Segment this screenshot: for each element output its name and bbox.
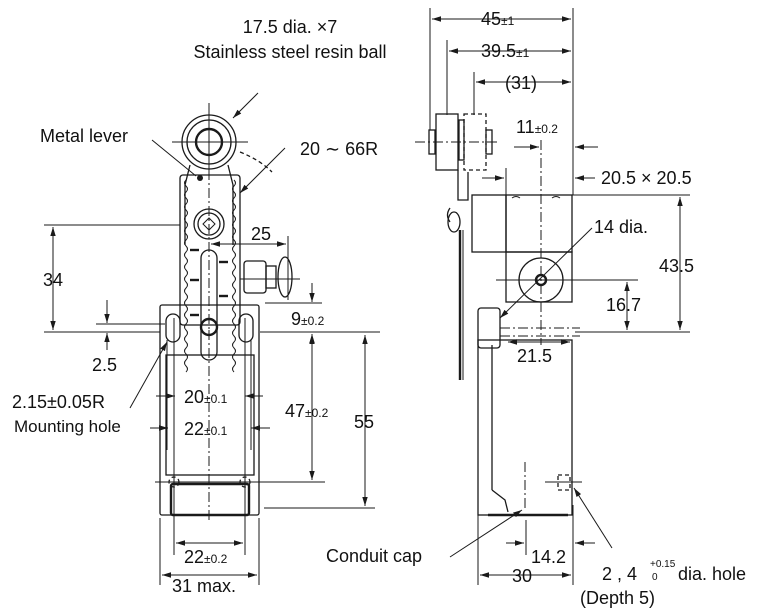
hole-spec-suffix: dia. hole xyxy=(678,564,746,584)
dim-2-5: 2.5 xyxy=(92,355,117,375)
metal-lever-label: Metal lever xyxy=(40,126,128,146)
dim-16-7: 16.7 xyxy=(606,295,641,315)
hole-tol-upper: +0.15 xyxy=(650,559,676,570)
mounting-hole-left xyxy=(165,313,181,343)
lever-side xyxy=(446,170,469,380)
dim-22-top: 22±0.1 xyxy=(184,419,228,439)
roller-ball xyxy=(172,103,248,178)
side-view: 45±1 39.5±1 (31) 11±0.2 20.5 × 20.5 14 d… xyxy=(326,8,746,608)
head-block xyxy=(471,140,638,345)
conduit-cap-label: Conduit cap xyxy=(326,546,422,566)
roller-side xyxy=(415,113,498,171)
mounting-hole-label: Mounting hole xyxy=(14,417,121,436)
dim-11: 11±0.2 xyxy=(516,117,558,137)
dim-14-2: 14.2 xyxy=(531,547,566,567)
dim-34: 34 xyxy=(43,270,63,290)
dim-31: (31) xyxy=(505,73,537,93)
switch-body xyxy=(155,304,325,555)
dim-25: 25 xyxy=(251,224,271,244)
side-dimensions xyxy=(429,8,690,585)
front-view: 17.5 dia. ×7 Stainless steel resin ball … xyxy=(12,17,387,596)
front-dimensions xyxy=(44,92,380,585)
dim-21-5: 21.5 xyxy=(517,346,552,366)
radius-label: 20 ∼ 66R xyxy=(300,139,378,159)
dim-20-5: 20.5 × 20.5 xyxy=(601,168,692,188)
lever-housing xyxy=(179,174,241,373)
dim-47: 47±0.2 xyxy=(285,401,329,421)
hole-radius-label: 2.15±0.05R xyxy=(12,392,105,412)
dim-9: 9±0.2 xyxy=(291,309,325,329)
hole-spec-label: 2 , 4 xyxy=(602,564,637,584)
dim-20: 20±0.1 xyxy=(184,387,228,407)
hole-depth-label: (Depth 5) xyxy=(580,588,655,608)
adjust-knob xyxy=(240,256,300,298)
dim-31-max: 31 max. xyxy=(172,576,236,596)
dim-45: 45±1 xyxy=(481,9,515,29)
hole-tol-lower: 0 xyxy=(652,572,658,583)
dia-14-label: 14 dia. xyxy=(594,217,648,237)
dim-43-5: 43.5 xyxy=(659,256,694,276)
conduit-opening xyxy=(169,482,251,517)
dim-30: 30 xyxy=(512,566,532,586)
ball-size-label: 17.5 dia. ×7 xyxy=(243,17,338,37)
dim-39-5: 39.5±1 xyxy=(481,41,530,61)
dim-55: 55 xyxy=(354,412,374,432)
body-side xyxy=(477,307,582,517)
mounting-hole-right xyxy=(238,313,254,343)
ball-material-label: Stainless steel resin ball xyxy=(193,42,386,62)
dim-22-bottom: 22±0.2 xyxy=(184,547,228,567)
